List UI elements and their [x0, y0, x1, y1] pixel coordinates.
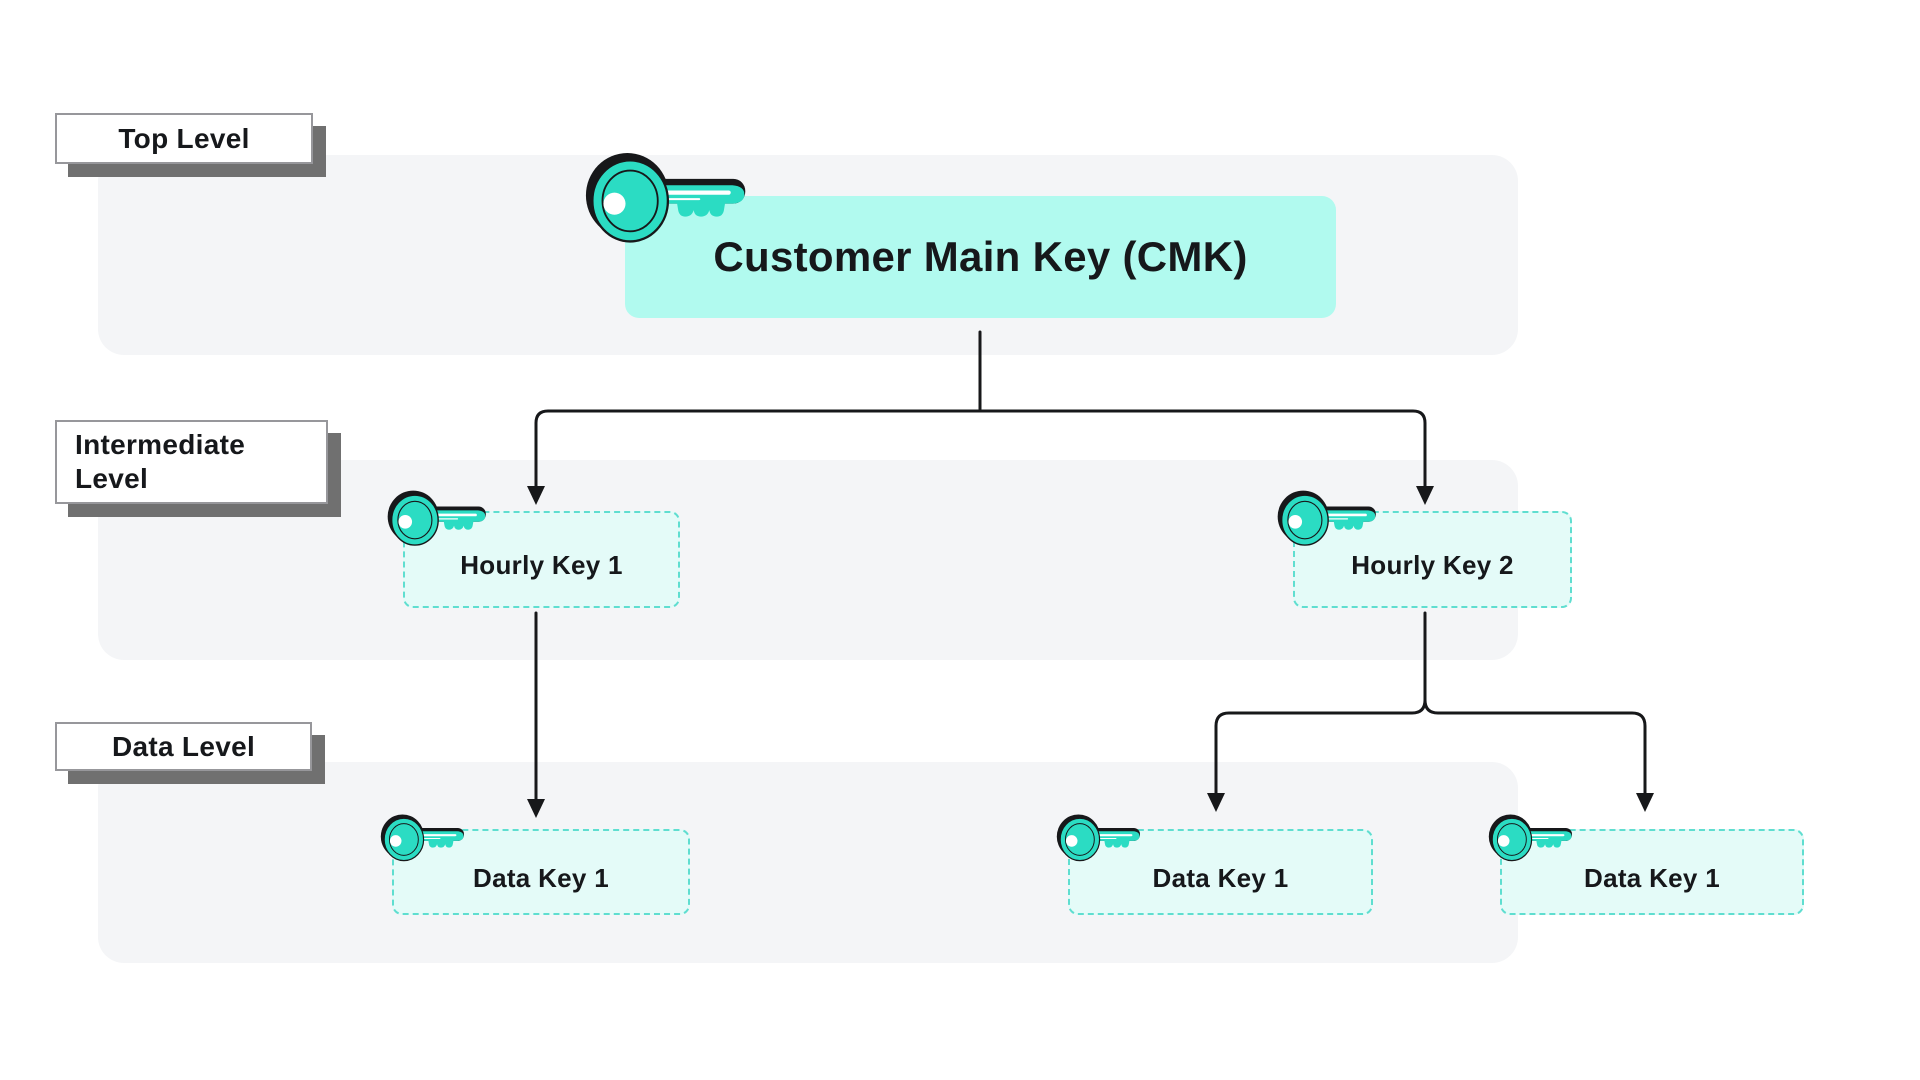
hourly-key-2-node: Hourly Key 2: [1293, 511, 1572, 608]
intermediate-level-label-text: Intermediate Level: [75, 428, 246, 494]
top-level-label-text: Top Level: [118, 122, 250, 154]
hourly-key-2-label: Hourly Key 2: [1351, 550, 1514, 580]
key-icon: [1277, 490, 1385, 549]
data-key-1b-node: Data Key 1: [1068, 829, 1373, 915]
data-level-label-text: Data Level: [111, 730, 256, 762]
hourly-key-1-node: Hourly Key 1: [403, 511, 680, 608]
key-icon: [387, 490, 495, 549]
cmk-node: Customer Main Key (CMK): [625, 196, 1336, 318]
cmk-node-label: Customer Main Key (CMK): [713, 233, 1248, 280]
intermediate-level-label: Intermediate Level: [55, 420, 328, 504]
key-icon: [1056, 814, 1148, 864]
data-level-label: Data Level: [55, 722, 312, 771]
key-icon: [585, 152, 760, 248]
hourly-key-1-label: Hourly Key 1: [460, 550, 623, 580]
data-key-1c-label: Data Key 1: [1584, 862, 1720, 893]
key-icon: [1488, 814, 1580, 864]
data-key-1b-label: Data Key 1: [1152, 862, 1289, 893]
key-icon: [380, 814, 472, 864]
data-key-1a-node: Data Key 1: [392, 829, 690, 915]
arrowhead-to-data-key-1c: [1636, 793, 1654, 812]
top-level-label: Top Level: [55, 113, 313, 164]
data-key-1c-node: Data Key 1: [1500, 829, 1804, 915]
data-key-1a-label: Data Key 1: [473, 862, 609, 893]
